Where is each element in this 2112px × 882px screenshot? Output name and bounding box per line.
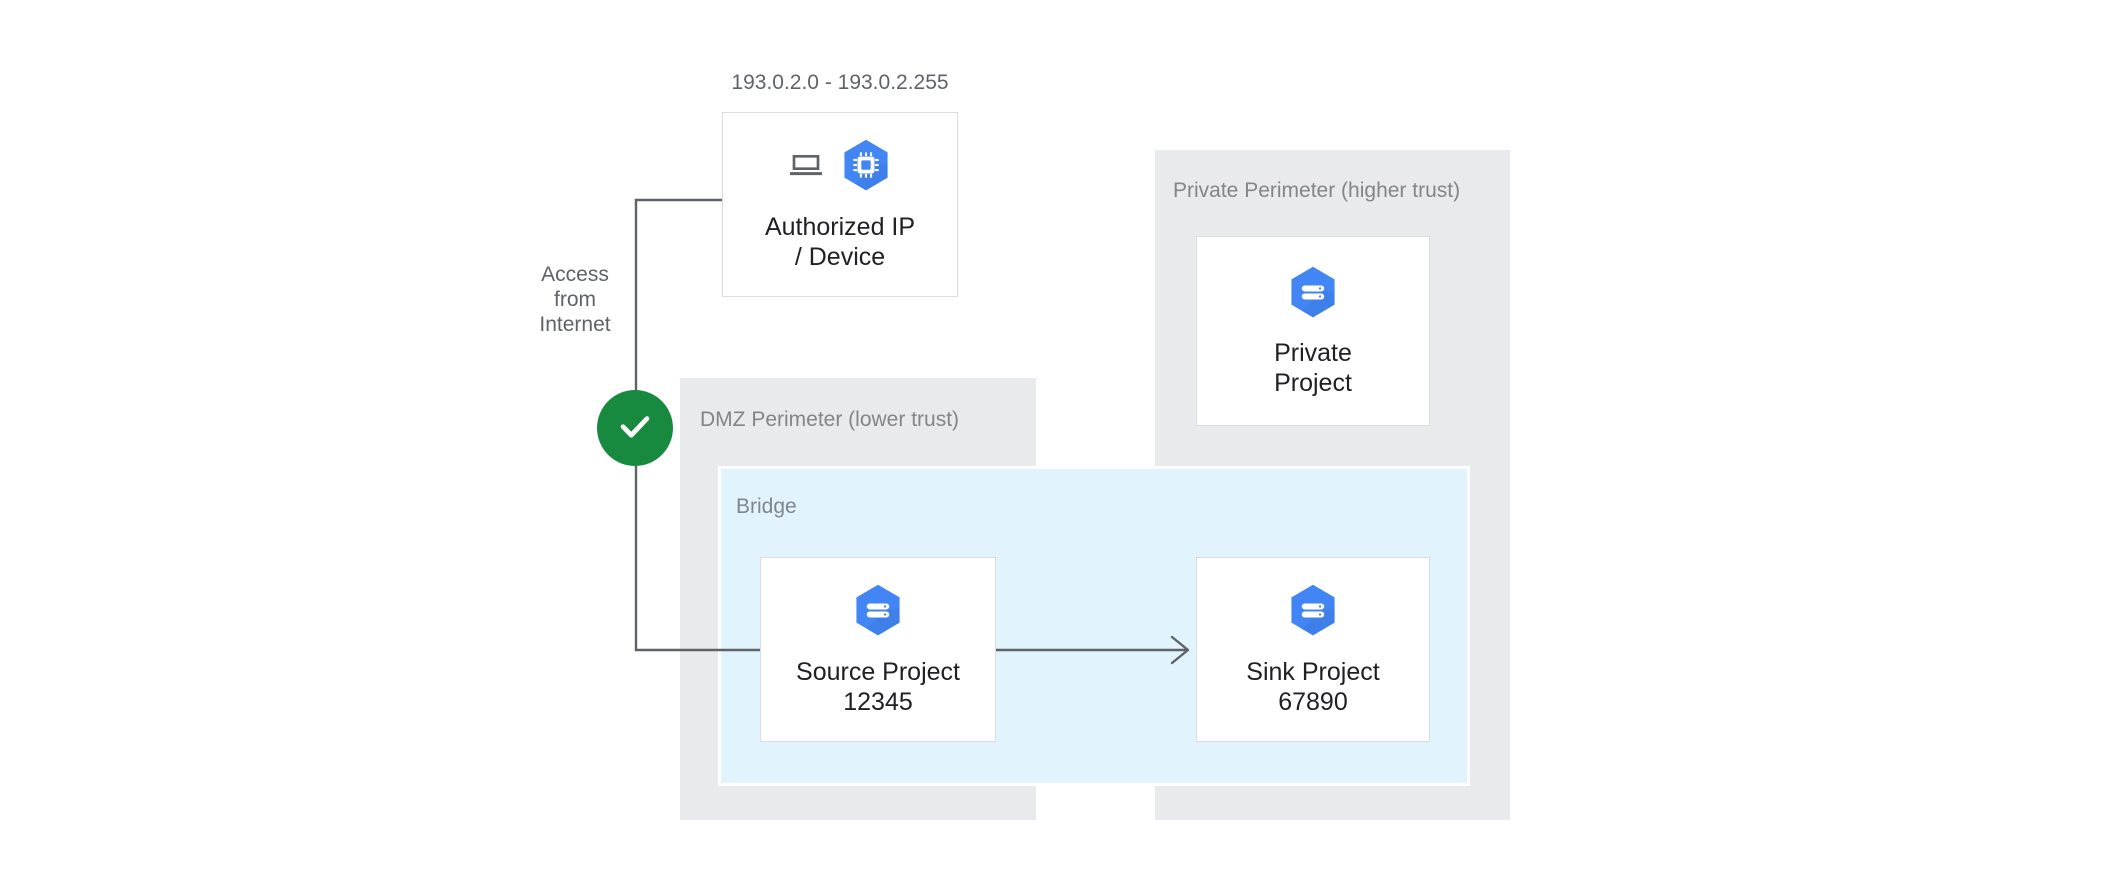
ip-range-caption: 193.0.2.0 - 193.0.2.255	[731, 71, 949, 94]
laptop-icon	[784, 145, 828, 190]
node-label: Sink Project 67890	[1246, 657, 1380, 716]
project-hexagon-icon	[1283, 580, 1343, 645]
compute-chip-hexagon-icon	[836, 135, 896, 200]
allowed-check-badge	[597, 390, 673, 466]
node-source-project[interactable]: Source Project 12345	[760, 557, 996, 742]
access-from-internet-label: Access from Internet	[539, 263, 611, 336]
allowed-check-icon	[613, 404, 657, 453]
node-label: Source Project 12345	[796, 657, 960, 716]
bridge-label: Bridge	[736, 495, 797, 518]
node-sink-project[interactable]: Sink Project 67890	[1196, 557, 1430, 742]
project-hexagon-icon	[1283, 262, 1343, 327]
node-authorized-ip-device[interactable]: Authorized IP / Device	[722, 112, 958, 297]
node-icon-group	[1283, 264, 1343, 324]
node-icon-group	[1283, 583, 1343, 643]
dmz-perimeter-label: DMZ Perimeter (lower trust)	[700, 408, 960, 431]
node-icon-group	[848, 583, 908, 643]
project-hexagon-icon	[848, 580, 908, 645]
node-label: Private Project	[1274, 339, 1352, 397]
private-perimeter-label: Private Perimeter (higher trust)	[1173, 179, 1461, 202]
node-label: Authorized IP / Device	[764, 212, 916, 271]
node-private-project[interactable]: Private Project	[1196, 236, 1430, 426]
node-icon-group	[784, 138, 896, 198]
